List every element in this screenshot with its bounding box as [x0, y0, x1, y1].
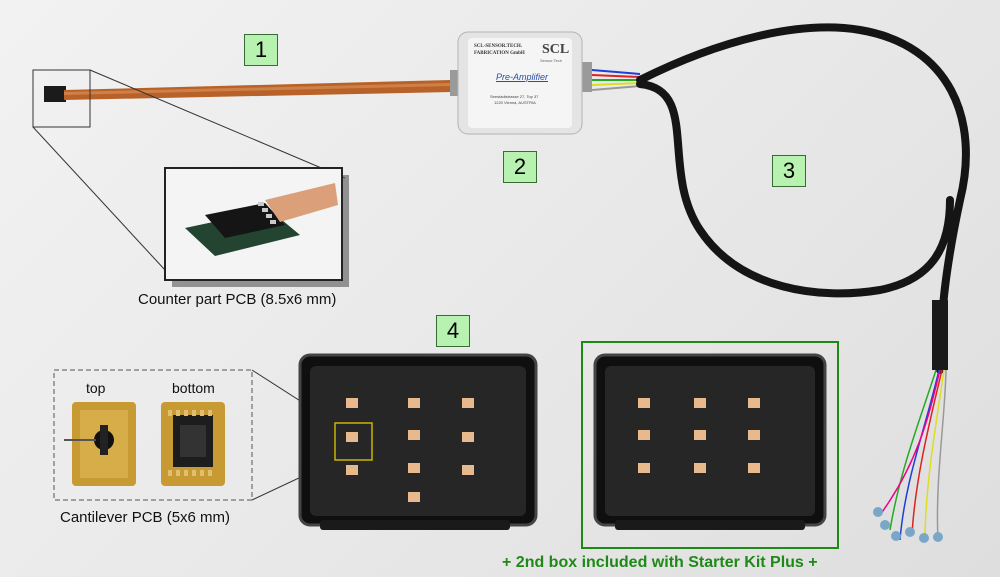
preamp-label: SCL-SENSOR.TECH. FABRICATION GmbH SCL Se…: [470, 42, 570, 126]
cable-sleeve: [932, 300, 948, 370]
zoom-indicator: [32, 69, 346, 271]
top-caption: top: [86, 380, 106, 396]
starter-kit-caption: + 2nd box included with Starter Kit Plus…: [502, 554, 818, 571]
cantilever-caption: Cantilever PCB (5x6 mm): [60, 509, 231, 526]
counter-part-photo: [164, 167, 349, 287]
preamp-company-line1: SCL-SENSOR.TECH.: [474, 44, 523, 49]
label-2: 2: [503, 151, 537, 183]
cantilever-box-2: [581, 341, 839, 549]
preamp-address-2: 1220 Vienna, AUSTRIA: [494, 100, 536, 105]
preamp-wires: [591, 69, 641, 91]
cable-end-wires: [879, 369, 947, 541]
preamp-address-1: Seestadtstrasse 27, Top 37: [490, 94, 539, 99]
cantilever-top-pcb: [64, 402, 136, 486]
bottom-caption: bottom: [172, 380, 215, 396]
preamp-logo-sub: Sensor.Tech: [540, 58, 563, 63]
cantilever-box-1: [298, 353, 538, 530]
counter-part-caption: Counter part PCB (8.5x6 mm): [138, 291, 337, 308]
flex-cable: [44, 80, 452, 102]
black-cable: [636, 23, 970, 374]
preamp-company-line2: FABRICATION GmbH: [474, 51, 525, 56]
label-1: 1: [244, 34, 278, 66]
label-4: 4: [436, 315, 470, 347]
label-3: 3: [772, 155, 806, 187]
wire-terminals: [873, 507, 943, 543]
pre-amplifier-box: [450, 31, 592, 135]
preamp-logo: SCL: [542, 42, 570, 57]
cantilever-bottom-pcb: [161, 402, 225, 486]
preamp-title: Pre-Amplifier: [496, 72, 549, 82]
